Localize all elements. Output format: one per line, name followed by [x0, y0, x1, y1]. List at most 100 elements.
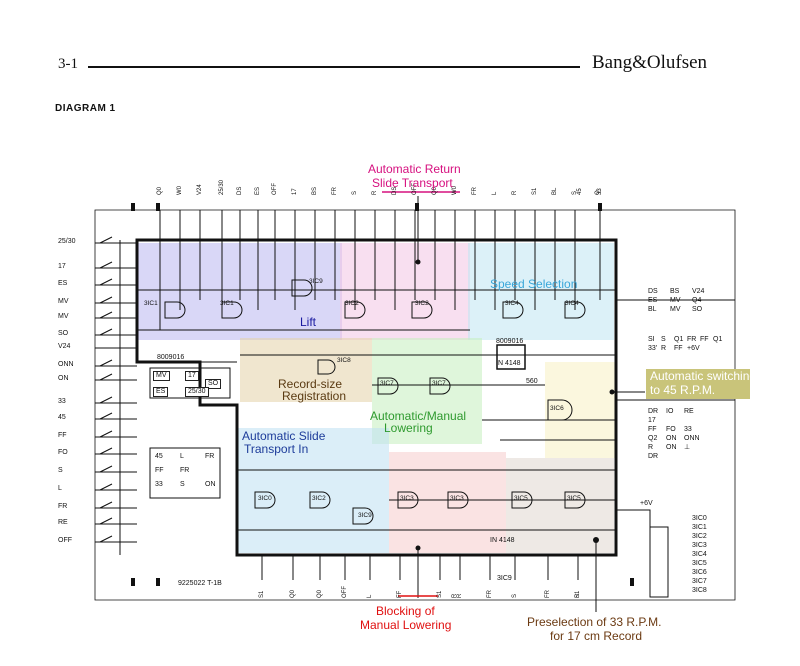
ic-label: 3IC4 [565, 300, 579, 307]
label-record-size-2: Registration [282, 389, 347, 403]
top-pin-label: FR [332, 187, 338, 195]
chip-label-right: 8009016 [496, 338, 524, 345]
legend-cell: Q1 [674, 336, 684, 343]
switch-label-ff: FF [58, 432, 67, 439]
ic9-label: 3IC9 [497, 575, 512, 582]
switch-label-es: ES [58, 280, 68, 287]
label-lift: Lift [300, 315, 317, 329]
box-17: 17 [185, 371, 199, 381]
legend-cell: ON [666, 444, 677, 451]
label-speed-selection: Speed Selection [490, 277, 578, 291]
callout-auto-switching: Automatic switching to 45 R.P.M. [646, 369, 756, 399]
ic-label: 3IC2 [312, 495, 326, 502]
ic-label: 3IC1 [144, 300, 158, 307]
legend-cell: FF [648, 426, 657, 433]
switch-label-re: RE [58, 519, 68, 526]
grid-cell: FR [205, 453, 215, 460]
callout-preselection-2: for 17 cm Record [550, 629, 643, 643]
ic-label: 3IC1 [220, 300, 234, 307]
top-pin-label: DS [237, 186, 243, 195]
top-pin-label: R [512, 190, 518, 195]
grid-cell: FR [180, 467, 190, 474]
legend-cell: FF [700, 336, 709, 343]
bottom-pin-label: S1 [259, 590, 265, 598]
bottom-pin-label: FR [545, 590, 551, 598]
legend-cell: IO [666, 408, 674, 415]
page-number: 3-1 [58, 56, 78, 72]
switch-label-v24: V24 [58, 343, 71, 350]
ic-list-item: 3IC8 [692, 587, 707, 594]
grid-cell: ON [205, 481, 216, 488]
brand-logo: Bang&Olufsen [592, 52, 708, 73]
box-2530: 25/30 [185, 387, 209, 397]
top-pin-label: BS [312, 186, 318, 195]
bottom-pin-label: Q0 [290, 589, 296, 598]
legend-cell: 17 [648, 417, 656, 424]
switch-label-33: 33 [58, 398, 66, 405]
bottom-pin-label: S [512, 593, 518, 598]
label-record-size-1: Record-size [278, 377, 343, 391]
legend-cell: BS [670, 288, 680, 295]
legend-cell: DR [648, 453, 659, 460]
switch-label-17: 17 [58, 263, 66, 270]
ic-label: 3IC3 [400, 495, 414, 502]
bottom-pin-label: FR [487, 590, 493, 598]
supply-6v: +6V [640, 500, 653, 507]
top-pin-label: R [372, 190, 378, 195]
top-pin-label: W0 [177, 186, 183, 195]
legend-cell: ON [666, 435, 677, 442]
region-automatic-return [340, 243, 470, 340]
region-speed-selection [468, 243, 614, 340]
diode-label: IN 4148 [496, 360, 521, 367]
ic-label: 3IC4 [505, 300, 519, 307]
bottom-pin-label: OFF [342, 586, 348, 598]
switch-label-fr: FR [58, 503, 68, 510]
label-auto-manual-2: Lowering [384, 421, 433, 435]
legend-cell: FF [674, 345, 683, 352]
callout-automatic-return-2: Slide Transport [372, 176, 453, 190]
callout-automatic-return-1: Automatic Return [368, 162, 461, 176]
ic-label: 3IC3 [450, 495, 464, 502]
legend-cell: S [661, 336, 666, 343]
switch-label-45: 45 [58, 414, 66, 421]
region-auto-manual [372, 338, 482, 444]
switch-label-onn: ONN [58, 361, 74, 368]
top-pin-label: Q0 [157, 186, 163, 195]
diagram-title: DIAGRAM 1 [55, 103, 116, 114]
grid-cell: S [180, 481, 185, 488]
legend-cell: ONN [684, 435, 700, 442]
region-auto-switching [545, 362, 615, 458]
header-rule [88, 66, 580, 68]
legend-cell: R [661, 345, 667, 352]
bottom-pin-label: S1 [437, 590, 443, 598]
region-record-size [240, 338, 372, 402]
ic-label: 3IC8 [337, 357, 351, 364]
top-pin-label: BL [552, 187, 558, 195]
box-mv: MV [153, 371, 170, 381]
legend-cell: MV [670, 306, 681, 313]
part-number: 9225022 T-1B [178, 580, 222, 587]
bottom-pin-label: S1 [575, 590, 581, 598]
ic-label: 3IC5 [567, 495, 581, 502]
legend-cell: ⊥ [684, 444, 691, 451]
callout-preselection-1: Preselection of 33 R.P.M. [527, 615, 662, 629]
bottom-pin-label: R [452, 593, 458, 598]
ic-list-item: 3IC4 [692, 551, 707, 558]
top-pin-label: 25/30 [219, 179, 225, 195]
legend-cell: Q1 [713, 336, 723, 343]
top-pin-label: Q [595, 190, 601, 195]
legend-cell: SI [648, 336, 655, 343]
legend-cell: MV [670, 297, 681, 304]
legend-cell: ES [648, 297, 658, 304]
ic-label: 3IC0 [258, 495, 272, 502]
switch-label-fo: FO [58, 449, 68, 456]
bottom-pin-label: Q0 [317, 589, 323, 598]
grid-cell: 33 [155, 481, 163, 488]
top-pin-label: L [492, 191, 498, 195]
ic-list-item: 3IC3 [692, 542, 707, 549]
legend-cell: FO [666, 426, 676, 433]
legend-cell: DR [648, 408, 659, 415]
switch-label-off: OFF [58, 537, 72, 544]
label-auto-manual-1: Automatic/Manual [370, 409, 467, 423]
grid-cell: L [180, 453, 184, 460]
